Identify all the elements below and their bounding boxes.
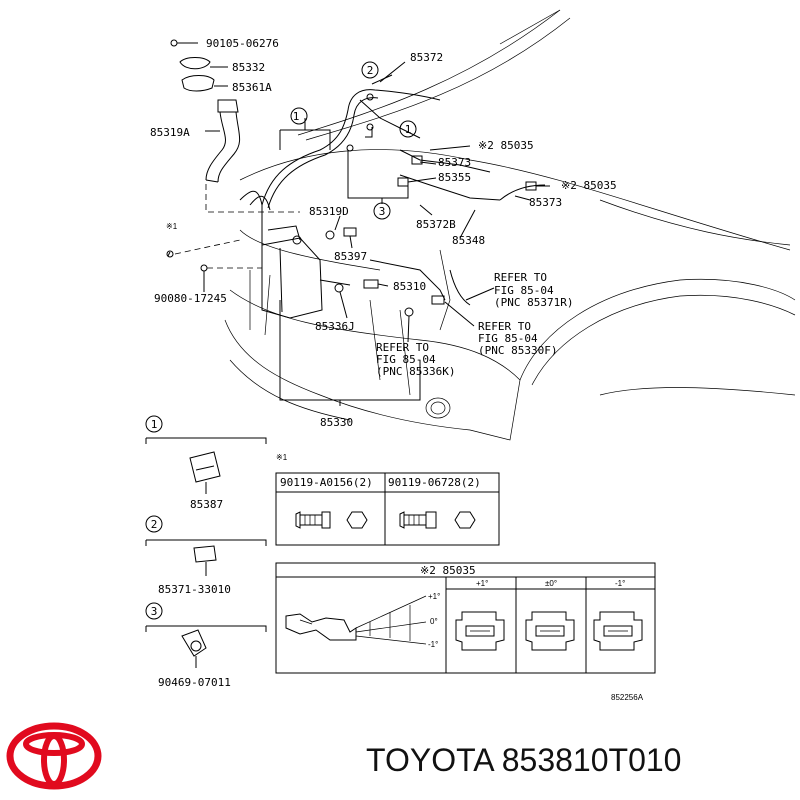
- svg-text:0°: 0°: [430, 617, 438, 626]
- label-85035-upper: ※2 85035: [478, 139, 534, 152]
- legend-group-1: 1 85387: [145, 415, 267, 511]
- nozzle-connector-minus1: [593, 611, 643, 651]
- fastener-table: ※1 90119-A0156(2) 90119-06728(2): [275, 453, 500, 546]
- footer-caption: TOYOTA 853810T010: [366, 742, 681, 782]
- nozzle-table: ※2 85035 +1° ±0° -1° +1° 0° -1°: [275, 562, 656, 674]
- part-labels: 90105-06276 85332 85361A 85319A 85372 ※2…: [150, 37, 617, 429]
- brand-name: TOYOTA: [366, 742, 493, 778]
- legend-90469-07011: 90469-07011: [158, 676, 231, 689]
- label-85361a: 85361A: [232, 81, 272, 94]
- label-note1: ※1: [166, 222, 178, 231]
- svg-text:2: 2: [151, 518, 158, 531]
- label-85373-upper: 85373: [438, 156, 471, 169]
- circle-num-3: 3: [379, 205, 386, 218]
- label-85319a: 85319A: [150, 126, 190, 139]
- legend-85371-33010: 85371-33010: [158, 583, 231, 596]
- angle-plus1: +1°: [476, 579, 488, 588]
- svg-text:3: 3: [151, 605, 158, 618]
- label-85336j: 85336J: [315, 320, 355, 333]
- label-85348: 85348: [452, 234, 485, 247]
- nozzle-header: ※2 85035: [420, 564, 476, 577]
- label-85332: 85332: [232, 61, 265, 74]
- svg-text:-1°: -1°: [428, 640, 438, 649]
- label-85355: 85355: [438, 171, 471, 184]
- label-85319d: 85319D: [309, 205, 349, 218]
- ref-85330f-line1: REFER TO: [478, 320, 531, 333]
- ref-85330f-line2: FIG 85-04: [478, 332, 538, 345]
- angle-zero: ±0°: [545, 579, 557, 588]
- label-90105-06276: 90105-06276: [206, 37, 279, 50]
- svg-text:※1: ※1: [276, 453, 288, 462]
- label-85372: 85372: [410, 51, 443, 64]
- label-85372b: 85372B: [416, 218, 456, 231]
- figure-code: 852256A: [611, 693, 644, 702]
- svg-text:+1°: +1°: [428, 592, 440, 601]
- circled-callouts: [290, 61, 417, 220]
- svg-text:1: 1: [151, 418, 158, 431]
- nozzle-connector-plus1: [455, 611, 505, 651]
- label-85035-right: ※2 85035: [561, 179, 617, 192]
- washer-hoses: [261, 89, 546, 317]
- circle-num-1b: 1: [405, 123, 412, 136]
- toyota-logo: [6, 722, 102, 790]
- legend-85387: 85387: [190, 498, 223, 511]
- ref-85330f-line3: (PNC 85330F): [478, 344, 557, 357]
- circle-num-1: 1: [293, 110, 300, 123]
- label-85397: 85397: [334, 250, 367, 263]
- washer-tank: [166, 190, 351, 319]
- ref-85336k-line2: FIG 85-04: [376, 353, 436, 366]
- label-85373-right: 85373: [529, 196, 562, 209]
- ref-85371r-line3: (PNC 85371R): [494, 296, 573, 309]
- circle-num-2: 2: [367, 64, 374, 77]
- fastener-col2: 90119-06728(2): [388, 476, 481, 489]
- label-90080-17245: 90080-17245: [154, 292, 227, 305]
- filler-neck-assembly: [170, 39, 300, 213]
- ref-85371r-line2: FIG 85-04: [494, 284, 554, 297]
- leader-lines: [279, 61, 550, 406]
- ref-85336k-line1: REFER TO: [376, 341, 429, 354]
- label-85310: 85310: [393, 280, 426, 293]
- car-body-outline: [224, 9, 796, 441]
- fastener-col1: 90119-A0156(2): [280, 476, 373, 489]
- label-85330: 85330: [320, 416, 353, 429]
- legend-group-2: 2 85371-33010: [145, 515, 267, 596]
- nozzle-connector-zero: [525, 611, 575, 651]
- ref-85371r-line1: REFER TO: [494, 271, 547, 284]
- part-number: 853810T010: [501, 742, 682, 778]
- legend-group-3: 3 90469-07011: [145, 602, 267, 689]
- angle-minus1: -1°: [615, 579, 625, 588]
- ref-85336k-line3: (PNC 85336K): [376, 365, 455, 378]
